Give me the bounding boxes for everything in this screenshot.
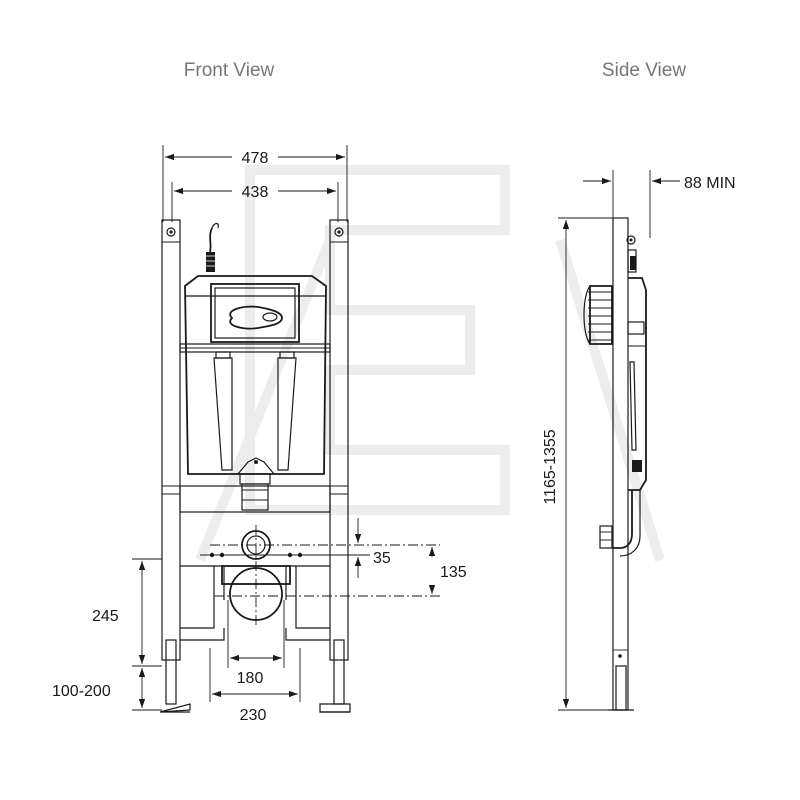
svg-text:88 MIN: 88 MIN xyxy=(684,175,736,192)
frame-feet xyxy=(159,639,351,713)
svg-text:478: 478 xyxy=(242,150,269,167)
svg-text:245: 245 xyxy=(92,608,119,625)
side-view: 88 MIN 1165-1355 xyxy=(542,170,736,711)
dimension-inner-width: 438 xyxy=(171,182,339,222)
side-frame-post xyxy=(608,217,636,711)
frame-upright-right xyxy=(329,219,349,661)
svg-text:135: 135 xyxy=(440,564,467,581)
side-cistern xyxy=(627,249,647,491)
svg-text:180: 180 xyxy=(237,670,264,687)
side-flush-plate xyxy=(583,285,613,345)
dimension-bolt-height: 245 xyxy=(92,558,162,667)
dimension-overall-width: 478 xyxy=(162,145,348,222)
dimension-foot-adjust: 100-200 xyxy=(52,668,162,711)
svg-text:230: 230 xyxy=(240,707,267,724)
dimension-pipe-offset: 35 xyxy=(300,518,391,578)
dimension-overall-height: 1165-1355 xyxy=(542,217,616,711)
front-view: 478 438 xyxy=(52,145,467,724)
inlet-valve xyxy=(206,222,219,272)
svg-text:1165-1355: 1165-1355 xyxy=(542,429,559,504)
svg-text:35: 35 xyxy=(373,550,391,567)
dimension-outer-bolt-spacing: 230 xyxy=(209,648,301,724)
front-view-title: Front View xyxy=(184,60,275,81)
svg-text:100-200: 100-200 xyxy=(52,683,111,700)
mounting-bolts xyxy=(200,552,310,558)
side-view-title: Side View xyxy=(602,60,686,81)
watermark xyxy=(195,165,665,562)
cistern xyxy=(179,275,331,475)
frame-upright-left xyxy=(161,219,181,661)
dimension-pipe-to-bolts: 135 xyxy=(428,547,467,594)
dimension-inner-bolt-spacing: 180 xyxy=(227,600,285,687)
dimension-depth-min: 88 MIN xyxy=(583,170,736,238)
waste-bracket xyxy=(180,565,330,641)
flush-pipe xyxy=(239,473,271,511)
cistern-crossbar xyxy=(179,485,331,513)
side-flush-pipe xyxy=(599,490,641,557)
svg-text:438: 438 xyxy=(242,184,269,201)
